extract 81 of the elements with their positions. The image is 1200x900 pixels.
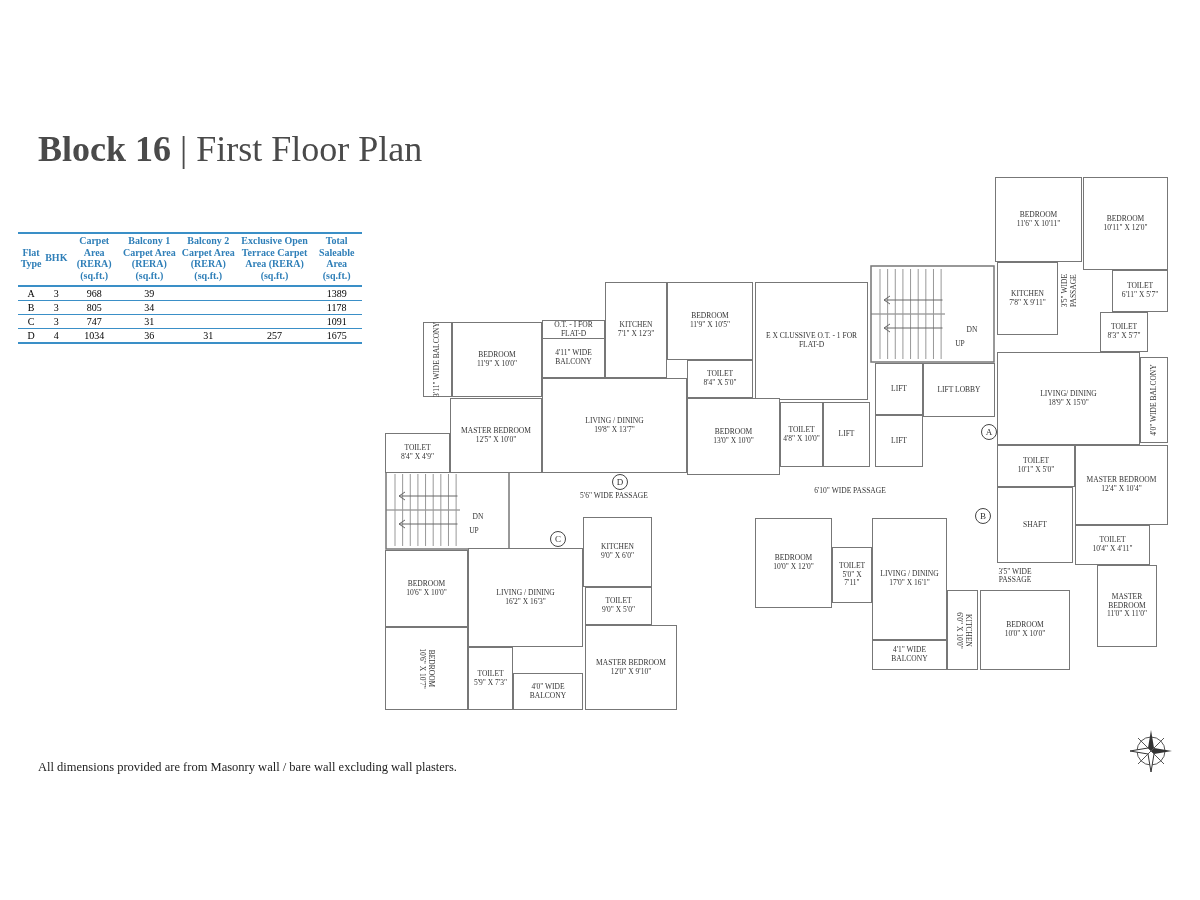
room-outline — [583, 517, 652, 587]
table-value: 36 — [144, 330, 155, 341]
room-outline — [667, 282, 753, 360]
room-outline — [875, 363, 923, 415]
room-outline — [875, 415, 923, 467]
room-outline — [468, 548, 583, 647]
room-outline — [872, 518, 947, 640]
room-outline — [1075, 445, 1168, 525]
flat-letter: D — [616, 477, 624, 487]
table-value: A — [27, 288, 35, 299]
table-value: 4 — [53, 330, 59, 341]
table-value: 39 — [144, 288, 155, 299]
room-outline — [1100, 312, 1148, 352]
room-outline — [450, 398, 542, 473]
flat-marker — [981, 424, 997, 440]
room-outline — [687, 398, 780, 475]
plan-title: Block 16 | First Floor Plan — [38, 128, 423, 170]
table-value: 1389 — [326, 288, 347, 299]
table-value: 31 — [144, 316, 155, 327]
flat-letter: A — [985, 427, 993, 437]
column-header: Carpet Area (RERA) (sq.ft.) — [75, 235, 113, 281]
room-outline — [780, 402, 823, 467]
room-outline — [995, 177, 1082, 262]
flat-marker — [612, 474, 628, 490]
column-header: Total Saleable Area (sq.ft.) — [317, 235, 356, 281]
room-outline — [1097, 565, 1157, 647]
table-value: 1178 — [326, 302, 347, 313]
table-value: 1034 — [84, 330, 105, 341]
table-value: 1675 — [326, 330, 347, 341]
column-header: Exclusive Open Terrace Carpet Area (RERA) (sq.ft.) — [240, 235, 309, 281]
room-outline — [923, 363, 995, 417]
room-outline — [542, 378, 687, 473]
table-value: 34 — [144, 302, 155, 313]
room-outline — [823, 402, 870, 467]
room-outline — [997, 262, 1058, 335]
flat-marker — [975, 508, 991, 524]
room-outline — [1075, 525, 1150, 565]
room-outline — [513, 673, 583, 710]
table-value: B — [27, 302, 35, 313]
table-value: 968 — [86, 288, 102, 299]
table-value: 805 — [86, 302, 102, 313]
room-outline — [385, 550, 468, 627]
room-outline — [997, 445, 1075, 487]
room-outline — [452, 322, 542, 397]
column-header: BHK — [45, 252, 68, 264]
room-outline — [542, 338, 605, 378]
room-outline — [1083, 177, 1168, 270]
room-outline — [980, 590, 1070, 670]
column-header: Balcony 2 Carpet Area (RERA) (sq.ft.) — [180, 235, 236, 281]
room-outline — [947, 590, 978, 670]
room-outline — [468, 647, 513, 710]
column-header: Flat Type — [19, 246, 43, 270]
table-value: 3 — [53, 288, 59, 299]
flat-letter: C — [555, 534, 561, 544]
room-outline — [997, 352, 1140, 445]
room-outline — [605, 282, 667, 378]
room-outline — [385, 433, 450, 473]
table-value: 31 — [203, 330, 214, 341]
table-value: 1091 — [326, 316, 347, 327]
table-value: D — [27, 330, 35, 341]
room-outline — [385, 627, 468, 710]
table-value: 257 — [267, 330, 283, 341]
room-outline — [755, 282, 868, 400]
table-value: 3 — [53, 316, 59, 327]
room-outline — [755, 518, 832, 608]
room-outline — [1112, 270, 1168, 312]
room-outline — [423, 322, 452, 397]
room-outline — [687, 360, 753, 398]
room-outline — [585, 587, 652, 625]
column-header: Balcony 1 Carpet Area (RERA) (sq.ft.) — [121, 235, 177, 281]
room-outline — [1140, 357, 1168, 443]
table-value: 3 — [53, 302, 59, 313]
table-value: 747 — [86, 316, 102, 327]
flat-letter: B — [980, 511, 986, 521]
room-outline — [832, 547, 872, 603]
footnote: All dimensions provided are from Masonry wall / bare wall excluding wall plasters. — [38, 760, 457, 775]
table-value: C — [27, 316, 35, 327]
flat-marker — [550, 531, 566, 547]
room-outline — [585, 625, 677, 710]
shaft-outline — [997, 487, 1073, 563]
room-outline — [872, 640, 947, 670]
